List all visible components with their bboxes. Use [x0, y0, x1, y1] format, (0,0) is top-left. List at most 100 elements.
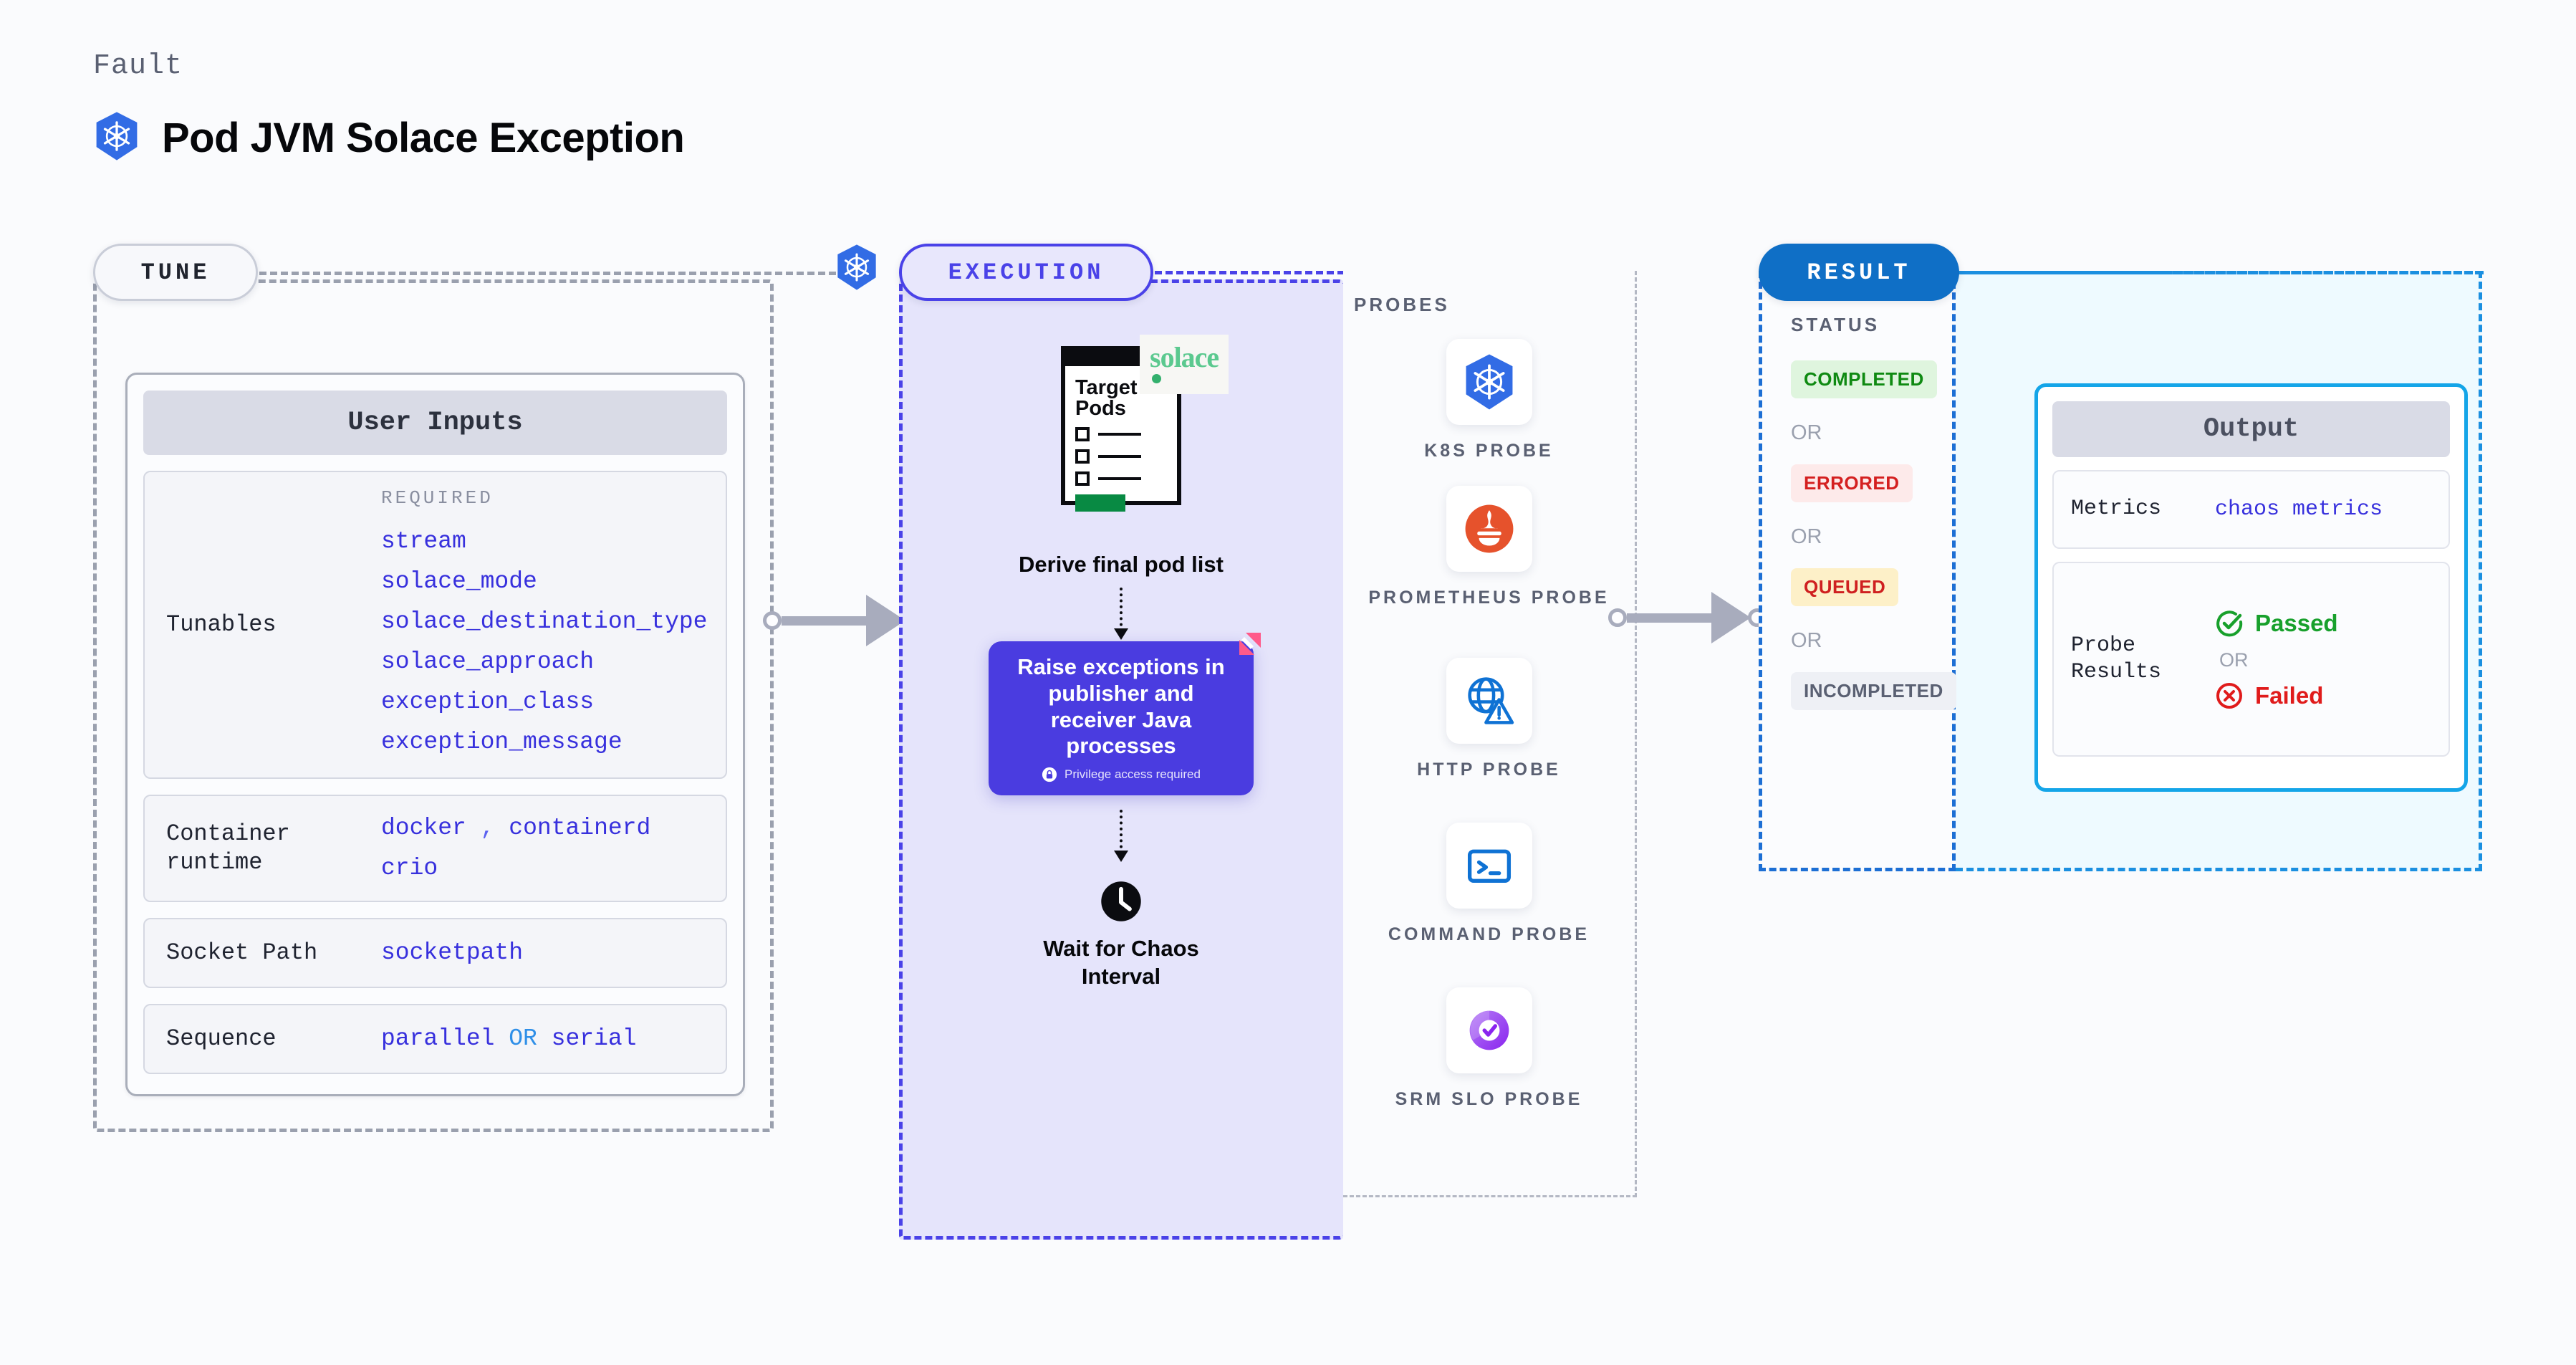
solace-logo: solace [1140, 335, 1229, 394]
solace-wordmark: solace [1150, 341, 1219, 373]
wait-caption: Wait for Chaos Interval [1043, 935, 1199, 991]
probes-column: PROBES K8S PROBE [1343, 271, 1637, 1197]
probe-result-passed: Passed [2215, 609, 2338, 638]
solace-dot-icon [1152, 374, 1161, 383]
line-placeholder [1098, 433, 1141, 436]
failed-text: Failed [2255, 681, 2324, 709]
sequence-row: Sequence parallel OR serial [143, 1004, 727, 1074]
tunable-value[interactable]: solace_approach [381, 648, 595, 675]
container-runtime-label: Container runtime [166, 820, 290, 876]
result-pill[interactable]: RESULT [1759, 244, 1959, 301]
execution-flow: Target Pods solace Derive final pod list [899, 279, 1343, 1240]
connector-bar [1627, 613, 1713, 623]
container-runtime-row: Container runtime docker , containerd cr… [143, 795, 727, 902]
runtime-crio[interactable]: crio [381, 855, 438, 881]
probe-results-row: Probe Results Passed OR Failed [2052, 562, 2450, 757]
privilege-text: Privilege access required [1064, 767, 1201, 781]
socket-path-label: Socket Path [166, 939, 318, 966]
output-title: Output [2052, 401, 2450, 457]
checkbox-icon [1075, 471, 1090, 486]
metrics-label: Metrics [2071, 497, 2162, 522]
probe-label: SRM SLO PROBE [1395, 1089, 1583, 1109]
doc-heading-line1: Target [1075, 376, 1138, 399]
status-or-2: OR [1791, 525, 1822, 548]
sequence-values: parallel OR serial [381, 1019, 637, 1059]
line-placeholder [1098, 477, 1141, 480]
result-status-region: STATUS COMPLETED OR ERRORED OR QUEUED OR… [1759, 271, 1956, 871]
status-caption: STATUS [1791, 314, 1880, 335]
probe-command[interactable]: COMMAND PROBE [1343, 823, 1635, 947]
required-caption: REQUIRED [381, 487, 494, 509]
connector-tune-to-execution [763, 595, 921, 646]
execution-stage: EXECUTION PROBES K8S PROBE [899, 244, 1637, 1240]
execution-pill[interactable]: EXECUTION [899, 244, 1153, 301]
connector-arrowhead [1711, 592, 1751, 643]
runtime-containerd[interactable]: containerd [509, 814, 651, 841]
tune-pill[interactable]: TUNE [93, 244, 258, 301]
document-accent-bar [1075, 494, 1125, 512]
probe-srm-slo[interactable]: SRM SLO PROBE [1343, 987, 1635, 1112]
tune-stage: TUNE [93, 244, 876, 1132]
raise-exceptions-text: Raise exceptions in publisher and receiv… [1017, 654, 1225, 759]
srm-slo-icon [1446, 987, 1532, 1073]
tune-top-dash [259, 272, 847, 275]
status-or-3: OR [1791, 629, 1822, 652]
prometheus-icon [1446, 486, 1532, 572]
connector-execution-to-result [1608, 592, 1767, 643]
status-badge-incompleted: INCOMPLETED [1791, 672, 1956, 710]
privilege-note: Privilege access required [1042, 767, 1201, 782]
output-card: Output Metrics chaos metrics Probe Resul… [2034, 383, 2468, 792]
result-top-dash [1961, 271, 2484, 274]
sequence-serial[interactable]: serial [551, 1025, 637, 1052]
probe-label: PROMETHEUS PROBE [1368, 588, 1610, 608]
line-placeholder [1098, 455, 1141, 458]
document-list-item [1065, 449, 1177, 464]
kubernetes-icon [1446, 339, 1532, 425]
status-badge-queued: QUEUED [1791, 568, 1899, 606]
sequence-parallel[interactable]: parallel [381, 1025, 495, 1052]
probe-result-or: OR [2219, 648, 2249, 671]
probe-results-label: Probe Results [2054, 633, 2215, 686]
tunable-value[interactable]: solace_destination_type [381, 608, 708, 635]
document-heading: Target Pods [1065, 366, 1177, 419]
doc-heading-line2: Pods [1075, 397, 1126, 420]
tunables-row: Tunables REQUIRED stream solace_mode sol… [143, 471, 727, 779]
connector-bar [782, 616, 868, 626]
runtime-docker[interactable]: docker [381, 814, 466, 841]
tunable-value[interactable]: solace_mode [381, 567, 537, 595]
globe-warning-icon [1446, 658, 1532, 744]
probe-http[interactable]: HTTP PROBE [1343, 658, 1635, 782]
sequence-label: Sequence [166, 1025, 277, 1052]
fault-eyebrow: Fault [93, 50, 183, 82]
document-list-item [1065, 427, 1177, 441]
check-circle-icon [2216, 610, 2243, 636]
connector-start-dot [763, 611, 782, 630]
user-inputs-title: User Inputs [143, 391, 727, 455]
runtime-separator: , [480, 814, 495, 841]
probe-k8s[interactable]: K8S PROBE [1343, 339, 1635, 464]
status-badge-completed: COMPLETED [1791, 360, 1937, 398]
flow-arrow-head [1114, 628, 1128, 640]
status-or-1: OR [1791, 421, 1822, 444]
flow-arrow-line-2 [1120, 810, 1123, 854]
title-row: Pod JVM Solace Exception [93, 111, 685, 165]
wait-caption-line2: Interval [1081, 963, 1161, 989]
terminal-icon [1446, 823, 1532, 909]
flow-arrow-line [1120, 588, 1123, 632]
tunable-value[interactable]: exception_message [381, 729, 623, 756]
probe-result-failed: Failed [2215, 681, 2338, 710]
tunable-value[interactable]: exception_class [381, 689, 595, 716]
page-header: Fault Pod JVM Solace Exception [93, 50, 685, 165]
socket-path-value[interactable]: socketpath [381, 939, 524, 966]
raise-exceptions-card[interactable]: Raise exceptions in publisher and receiv… [989, 633, 1261, 795]
tunable-value[interactable]: stream [381, 527, 466, 555]
flow-arrow-head-2 [1114, 851, 1128, 862]
probe-prometheus[interactable]: PROMETHEUS PROBE [1343, 486, 1635, 610]
user-inputs-card: User Inputs Tunables REQUIRED stream sol… [125, 373, 745, 1096]
socket-path-row: Socket Path socketpath [143, 918, 727, 988]
wait-chaos-interval: Wait for Chaos Interval [899, 878, 1343, 991]
metrics-value[interactable]: chaos metrics [2215, 497, 2383, 522]
passed-text: Passed [2255, 609, 2338, 636]
tunables-values: REQUIRED stream solace_mode solace_desti… [381, 487, 707, 763]
lock-icon [1042, 767, 1057, 782]
